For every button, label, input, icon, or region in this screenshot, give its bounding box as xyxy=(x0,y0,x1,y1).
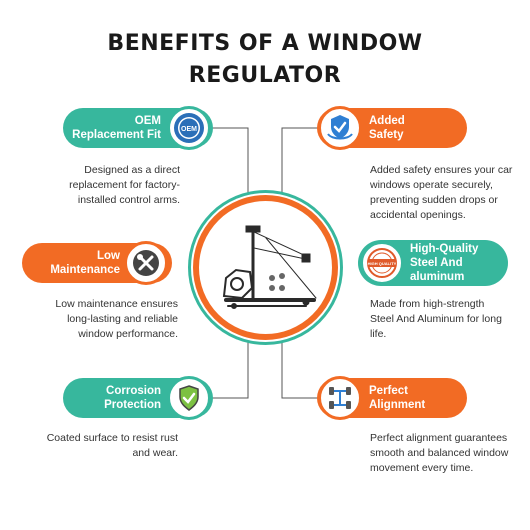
quality-stamp-text: HIGH QUALITY xyxy=(368,261,397,266)
shield-check-icon xyxy=(318,106,362,150)
wheel-alignment-icon xyxy=(318,376,362,420)
wrench-screwdriver-icon xyxy=(124,241,168,285)
perfect-alignment-description: Perfect alignment guarantees smooth and … xyxy=(370,432,509,474)
oem-description: Designed as a direct replacement for fac… xyxy=(69,164,180,206)
window-regulator-product-image xyxy=(193,195,338,340)
oem-badge-text: OEM xyxy=(181,126,197,133)
quality-stamp-icon: HIGH QUALITY xyxy=(360,241,404,285)
shield-check-icon xyxy=(167,376,211,420)
low-maintenance-description: Low maintenance ensures long-lasting and… xyxy=(55,298,178,340)
added-safety-description: Added safety ensures your car windows op… xyxy=(370,164,513,221)
high-quality-description: Made from high-strength Steel And Alumin… xyxy=(370,298,502,340)
window-regulator-illustration xyxy=(222,225,316,309)
page-title: BENEFITS OF A WINDOW REGULATOR xyxy=(107,31,423,88)
corrosion-description: Coated surface to resist rust and wear. xyxy=(46,432,178,459)
oem-badge-icon: OEM xyxy=(167,106,211,150)
